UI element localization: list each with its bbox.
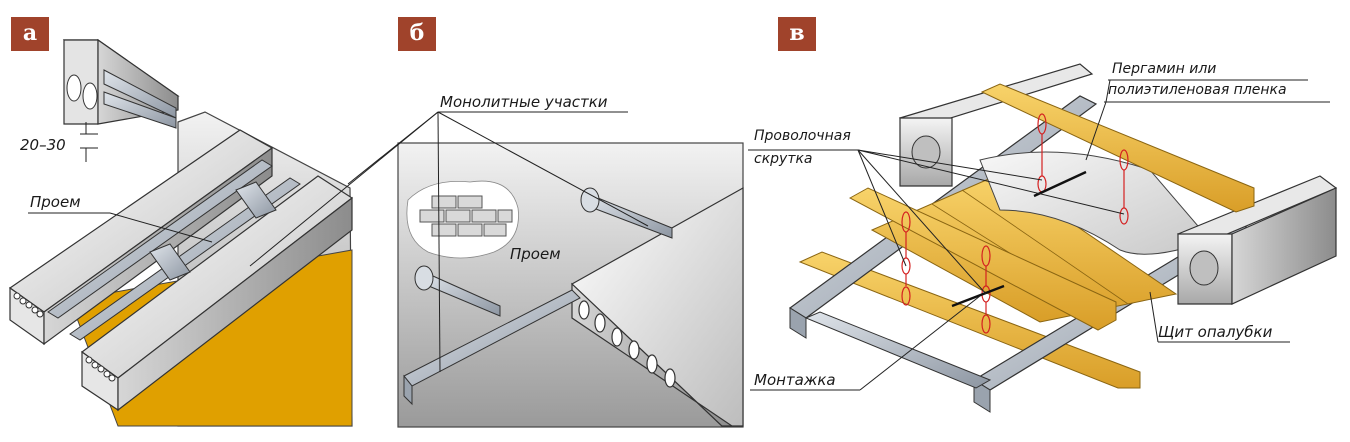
- monolithic-sections-label: Монолитные участки: [440, 93, 608, 111]
- opening-label-a: Проем: [30, 193, 81, 211]
- formwork-panel-label: Щит опалубки: [1158, 323, 1273, 341]
- panel-a-tag: а: [11, 17, 49, 51]
- panel-c-drawing: [748, 63, 1338, 413]
- wire-twist-label-line1: Проволочная: [754, 128, 851, 144]
- dimension-label: 20–30: [20, 136, 66, 154]
- membrane-label-line2: полиэтиленовая пленка: [1108, 82, 1287, 98]
- mounting-label: Монтажка: [754, 371, 836, 389]
- panel-a-drawing: [8, 38, 354, 427]
- panel-b-tag: б: [398, 17, 436, 51]
- membrane-label-line1: Пергамин или: [1112, 61, 1217, 77]
- panel-b-drawing: [249, 111, 744, 428]
- opening-label-b: Проем: [510, 245, 561, 263]
- wire-twist-label-line2: скрутка: [754, 151, 813, 167]
- panel-c-tag: в: [778, 17, 816, 51]
